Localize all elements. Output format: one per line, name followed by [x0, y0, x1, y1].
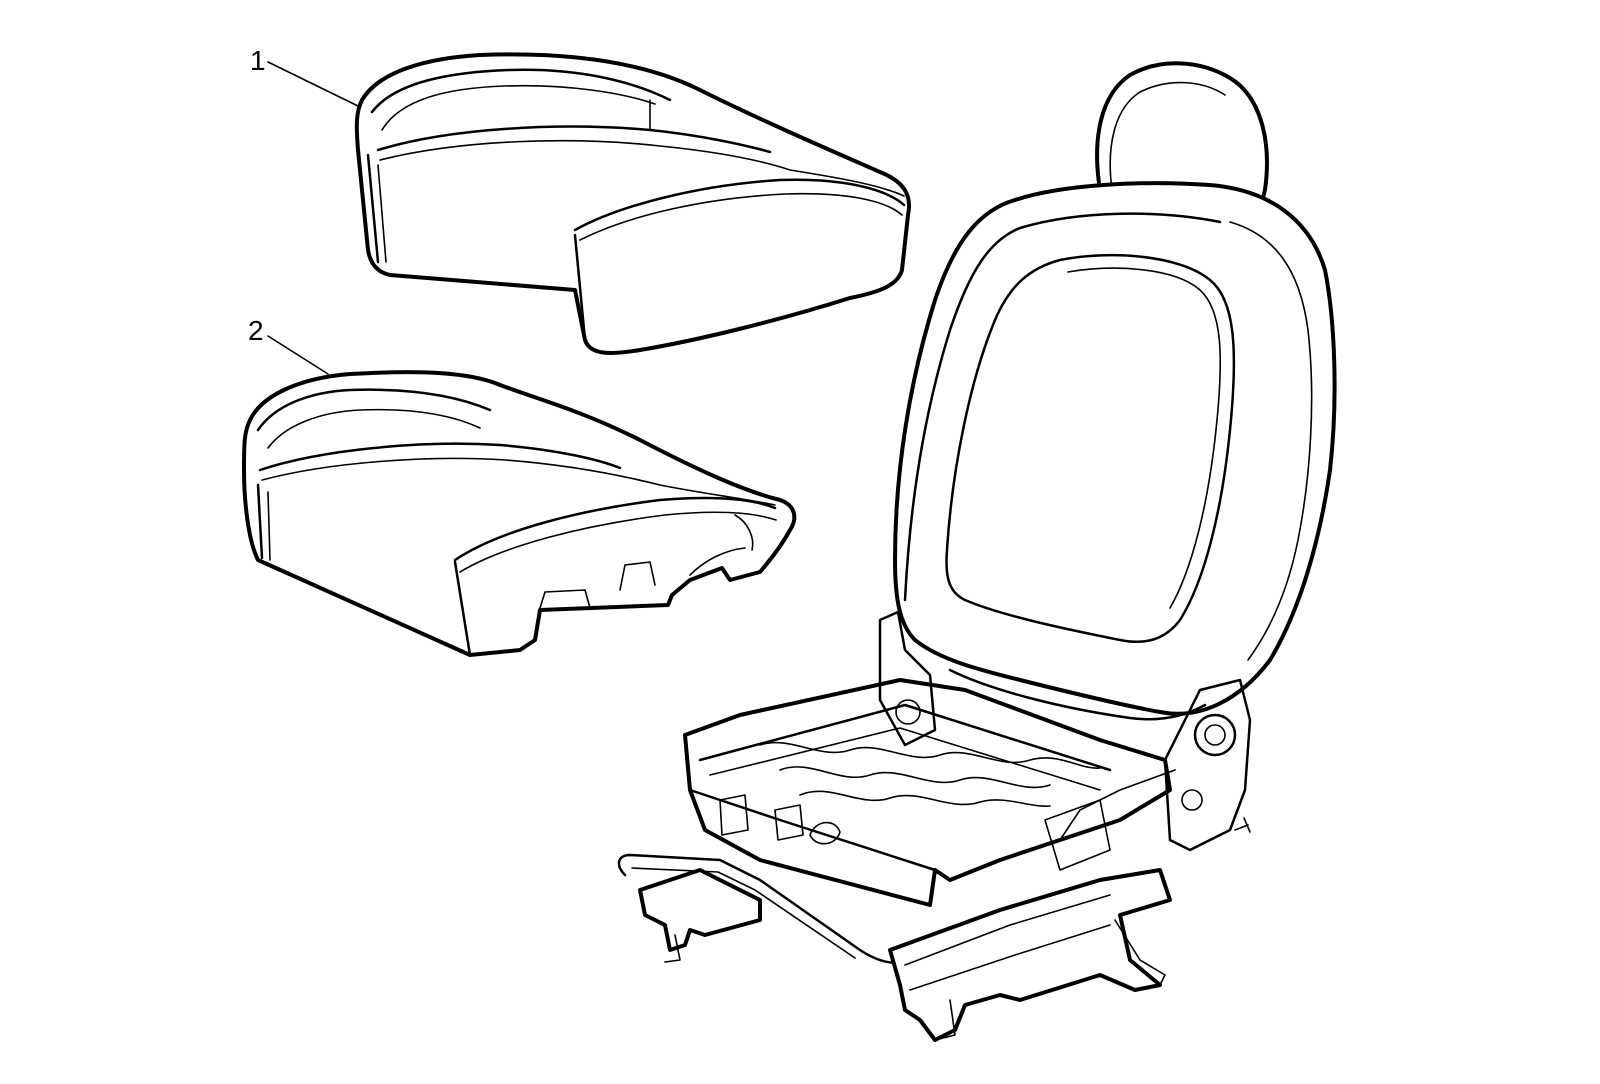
seat-frame: [683, 610, 1252, 907]
right-recliner-mechanism: [1163, 678, 1252, 852]
seat-back-center-panel: [945, 253, 1236, 644]
seat-springs: [759, 741, 1101, 769]
callout-1-leader: [267, 61, 359, 107]
seat-back-outline: [893, 181, 1337, 716]
recliner-pivot: [1193, 713, 1237, 757]
cushion-pad-outline: [242, 370, 797, 657]
track-release-bar: [617, 853, 907, 965]
callout-2-leader: [267, 335, 329, 375]
callout-2: 2: [248, 315, 329, 375]
seat-back: [893, 61, 1337, 721]
right-seat-rail: [888, 868, 1172, 1042]
callout-2-label: 2: [248, 315, 264, 346]
seat-tracks: [617, 853, 1172, 1042]
cushion-cover-outline: [354, 52, 911, 355]
callout-1-label: 1: [250, 45, 266, 76]
bolt: [1234, 817, 1251, 833]
seat-cushion-pad: [242, 370, 797, 657]
seat-cushion-cover: [354, 52, 911, 355]
left-recliner-bracket: [878, 610, 937, 747]
callout-1: 1: [250, 45, 359, 107]
left-seat-rail: [638, 868, 762, 952]
